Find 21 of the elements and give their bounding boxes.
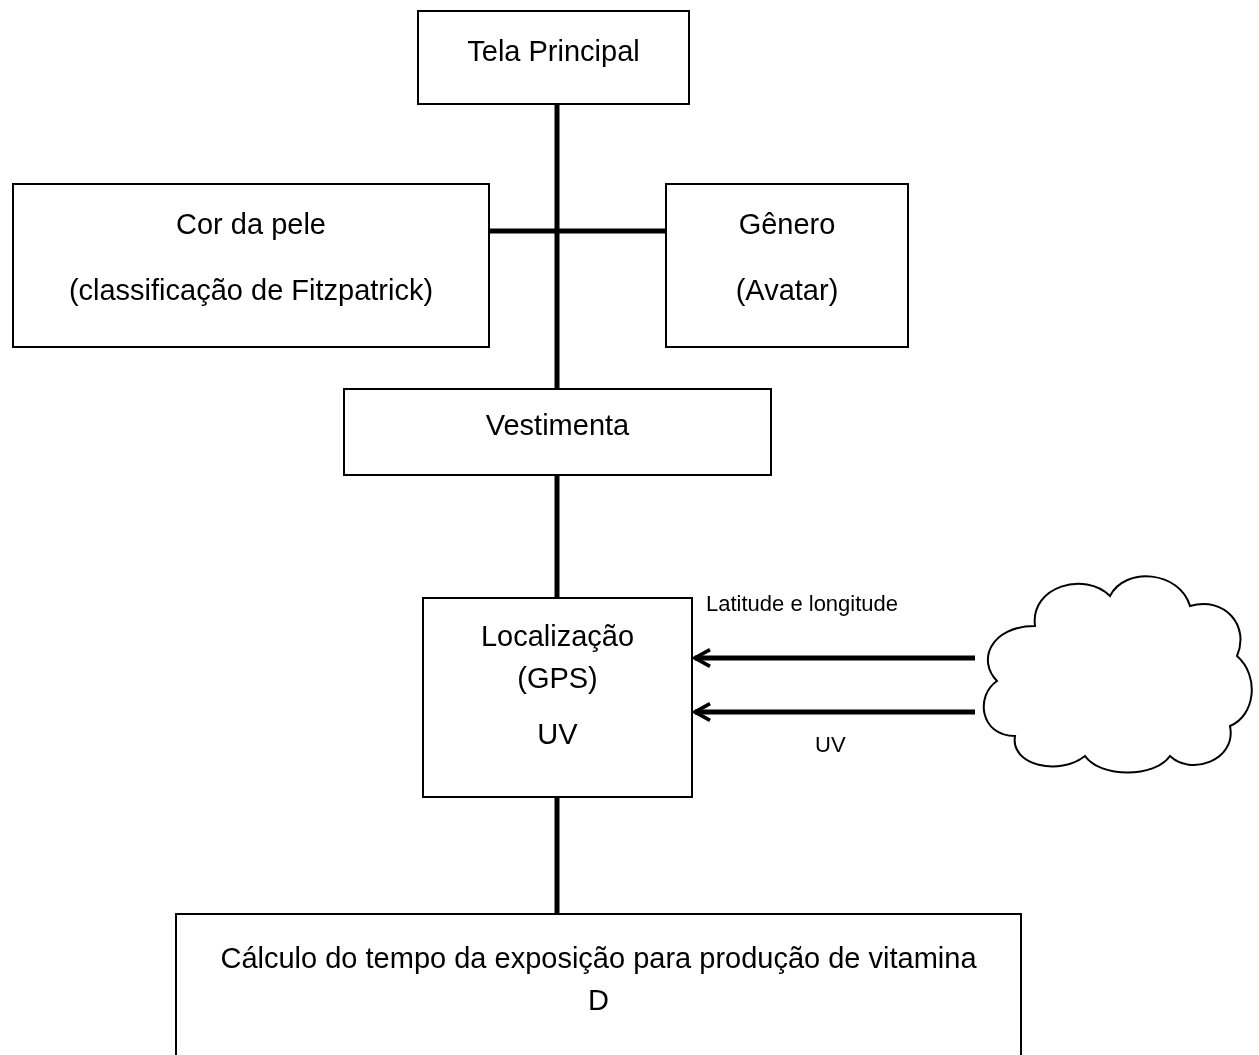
node-text: Cor da pele — [176, 207, 326, 242]
connector-line — [554, 105, 560, 388]
node-text: UV — [537, 717, 578, 753]
process-box — [12, 183, 490, 348]
connector-line — [554, 798, 560, 913]
node-text: (classificação de Fitzpatrick) — [68, 273, 434, 309]
node-text: Gênero — [738, 207, 836, 242]
arrow — [693, 647, 975, 669]
arrow — [693, 701, 975, 723]
process-box — [175, 913, 1022, 1055]
process-box — [343, 388, 772, 476]
process-box — [417, 10, 690, 105]
node-text: Tela Principal — [467, 34, 640, 69]
process-box — [422, 597, 693, 798]
node-text: Vestimenta — [485, 408, 630, 443]
connector-line — [554, 476, 560, 597]
node-text: (Avatar) — [735, 273, 839, 309]
process-box — [665, 183, 909, 348]
connector-line — [490, 228, 665, 234]
node-text: Cálculo do tempo da exposição para produção de vitamina D — [219, 941, 978, 1019]
node-text: Localização (GPS) — [479, 619, 636, 697]
